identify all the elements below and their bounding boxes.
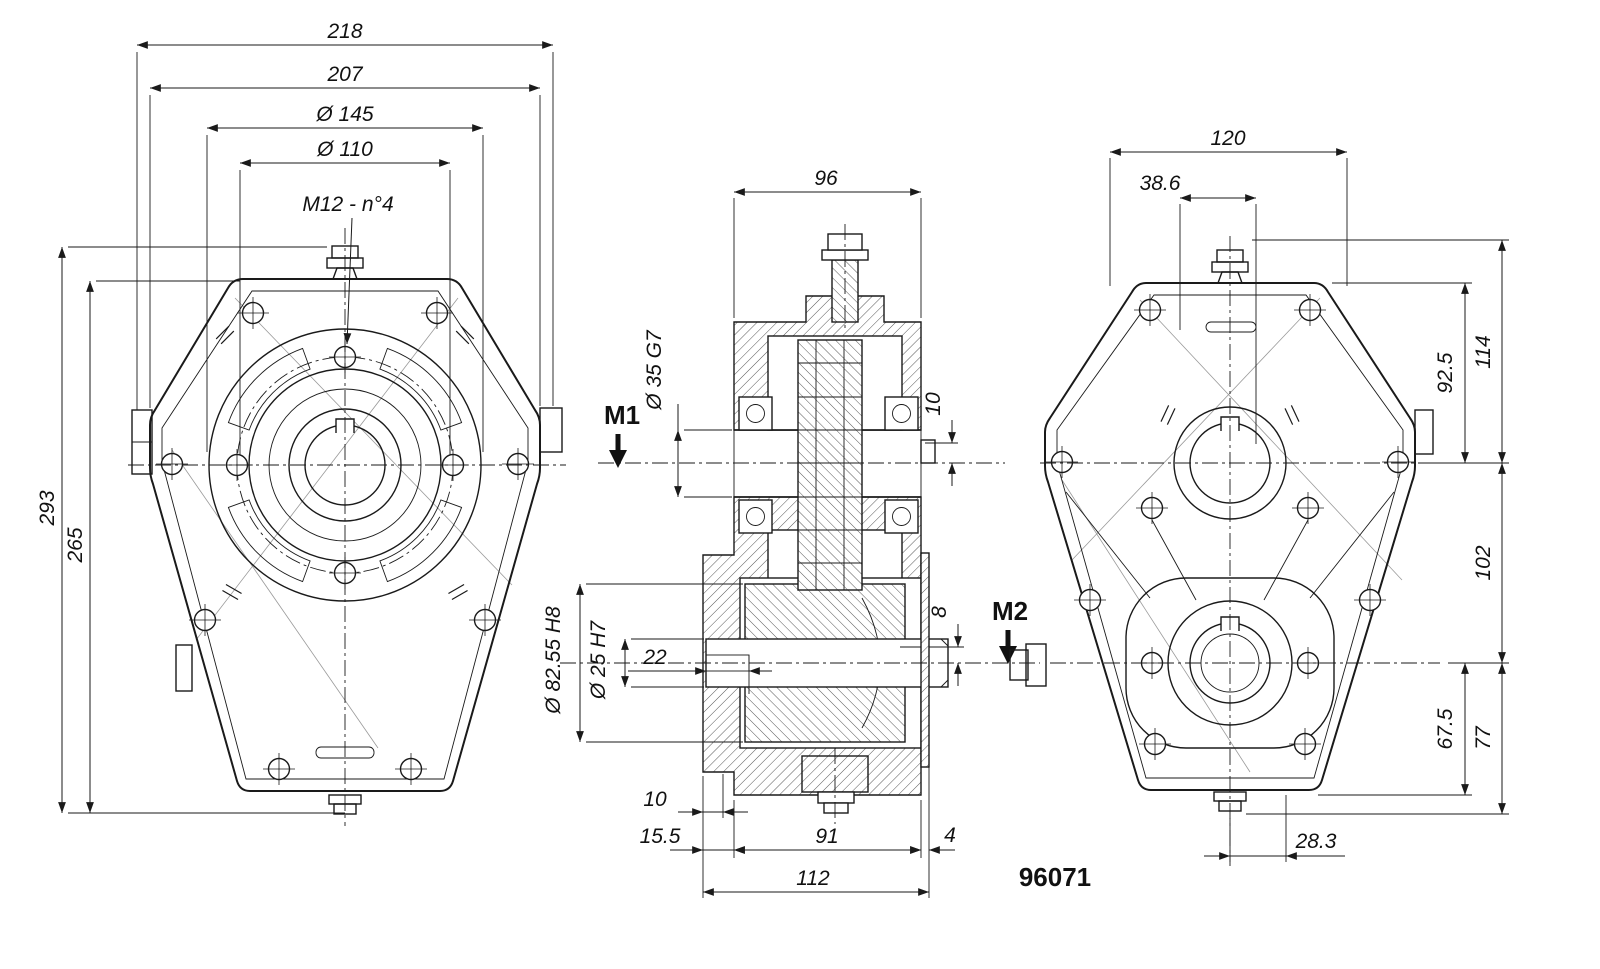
dim-265: 265 [64,527,87,563]
rear-housing-outline [1044,282,1416,791]
dim-112: 112 [796,867,830,890]
dim-218: 218 [326,20,362,43]
dim-22: 22 [642,646,667,669]
part-number: 96071 [1019,862,1091,892]
rear-view [1009,236,1440,866]
dim-207: 207 [326,63,363,86]
dim-15-5: 15.5 [640,825,681,848]
dim-10-upper: 10 [922,392,945,416]
gear-pair-section [797,339,863,591]
right-boss [539,407,563,453]
dim-67-5: 67.5 [1434,708,1457,749]
dim-m12-n4: M12 - n°4 [302,193,393,216]
dim-28-3: 28.3 [1295,830,1337,853]
dim-10-lower: 10 [643,788,667,811]
front-view [128,228,566,826]
dim-4: 4 [944,824,956,847]
section-view [560,224,1040,824]
dim-8: 8 [928,606,951,618]
rear-left-plug [1009,649,1029,681]
dim-dia-145: Ø 145 [315,103,374,126]
rear-step [920,439,936,464]
dim-38-6: 38.6 [1140,172,1181,195]
rear-housing-inner-outline [1056,294,1404,779]
ribs [1065,491,1395,601]
dim-293: 293 [36,490,59,526]
front-housing-inner-outline [161,290,529,780]
dim-dia-82-55: Ø 82.55 H8 [542,606,565,715]
label-m1: M1 [604,400,640,430]
dim-dia-25: Ø 25 H7 [587,620,610,701]
input-keyway [1220,416,1240,431]
dim-92-5: 92.5 [1434,352,1457,393]
dim-96: 96 [814,167,838,190]
dim-120: 120 [1210,127,1245,150]
lower-left-tab [175,644,193,692]
dim-114: 114 [1472,335,1495,368]
m1-arrow-icon [609,434,627,468]
rear-right-stub [1414,409,1434,455]
rear-dimensions: 120 38.6 92.5 114 102 67.5 77 28.3 [1109,127,1509,862]
dim-dia-110: Ø 110 [316,138,373,161]
m2-arrow-icon [999,630,1017,664]
dim-dia-35-g7: Ø 35 G7 [643,329,666,411]
dim-77: 77 [1472,725,1495,750]
section-top-plug [821,233,869,323]
section-dimensions: 96 Ø 35 G7 M1 10 Ø 82.55 H8 Ø 25 H7 22 8 [542,167,1091,898]
rear-plate [920,552,930,768]
bearings [738,396,919,534]
label-m2: M2 [992,596,1028,626]
front-dimensions: 218 207 Ø 145 Ø 110 M12 - n°4 293 265 [36,20,554,814]
dim-102: 102 [1472,545,1495,580]
dim-91: 91 [815,825,838,848]
rear-left-stub [1025,643,1047,687]
rear-top-slot [1205,321,1257,333]
front-housing-outline [149,278,541,792]
